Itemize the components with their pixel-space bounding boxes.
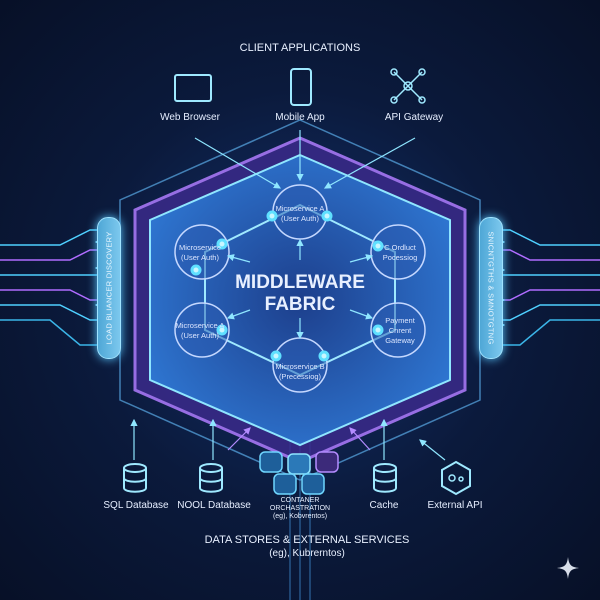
client-web-browser: Web Browser xyxy=(160,112,220,123)
fabric-hexagon xyxy=(149,153,451,447)
microservice-left-lower: Microservice A(User Auth) xyxy=(175,321,225,340)
fabric-title: MIDDLEWARE FABRIC xyxy=(235,272,365,316)
database-icon xyxy=(199,463,223,493)
database-icon xyxy=(373,463,397,493)
circuit-traces xyxy=(0,229,600,600)
microservice-bottom: Microservice B(Precessiog) xyxy=(275,362,325,381)
header-title: CLIENT APPLICATIONS xyxy=(239,42,361,54)
microservice-left-upper: Microservice(User Auth) xyxy=(178,243,222,262)
node-circle xyxy=(174,224,230,280)
outer-hexagon xyxy=(119,119,481,481)
footer-subtitle: (eg), Kubrerntos) xyxy=(269,548,345,559)
service-nool-database: NOOL Database xyxy=(177,500,251,511)
service-external-api: External API xyxy=(427,500,483,511)
fabric-title-line2: FABRIC xyxy=(264,294,336,315)
monitoring-panel: SNICNTGTHS & SMNOTGTNG xyxy=(479,217,503,359)
client-api-gateway: API Gateway xyxy=(384,112,444,123)
load-balancer-panel: LOAD BLIANCER DISCOVERY xyxy=(97,217,121,359)
node-circle xyxy=(370,224,426,280)
node-circle xyxy=(370,302,426,358)
microservice-top: Microservice A(User Auth) xyxy=(275,204,325,223)
service-cache: Cache xyxy=(369,500,399,511)
fabric-title-line1: MIDDLEWARE xyxy=(235,272,365,293)
sparkle-icon xyxy=(557,557,579,579)
node-circle xyxy=(174,302,230,358)
browser-icon xyxy=(174,74,212,102)
mobile-phone-icon xyxy=(290,68,312,106)
microservice-circles xyxy=(174,184,426,393)
purple-arrows xyxy=(227,427,371,451)
hexagon-api-icon xyxy=(441,460,471,496)
database-icon xyxy=(123,463,147,493)
footer-title: DATA STORES & EXTERNAL SERVICES xyxy=(204,534,410,546)
network-nodes-icon xyxy=(390,68,426,104)
client-mobile-app: Mobile App xyxy=(275,112,325,123)
service-sql-database: SQL Database xyxy=(103,500,169,511)
container-cubes-icon xyxy=(259,451,339,495)
glow-dots xyxy=(190,210,384,362)
